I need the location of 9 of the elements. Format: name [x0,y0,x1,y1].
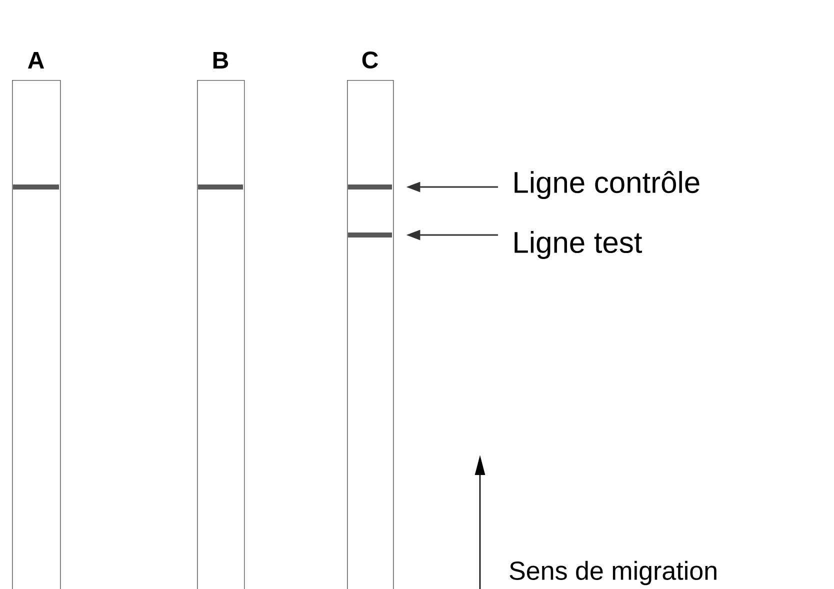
line-label: Ligne test [514,231,642,259]
line-label: Ligne contrôle [514,170,700,200]
test-strip: B [197,52,245,589]
node-label: C [362,51,378,68]
test-strip: A [12,52,61,589]
test-strip: C [347,51,394,589]
node-label: A [28,52,44,68]
caption-text: Sens de migration [510,560,716,586]
node-label: B [213,52,228,68]
